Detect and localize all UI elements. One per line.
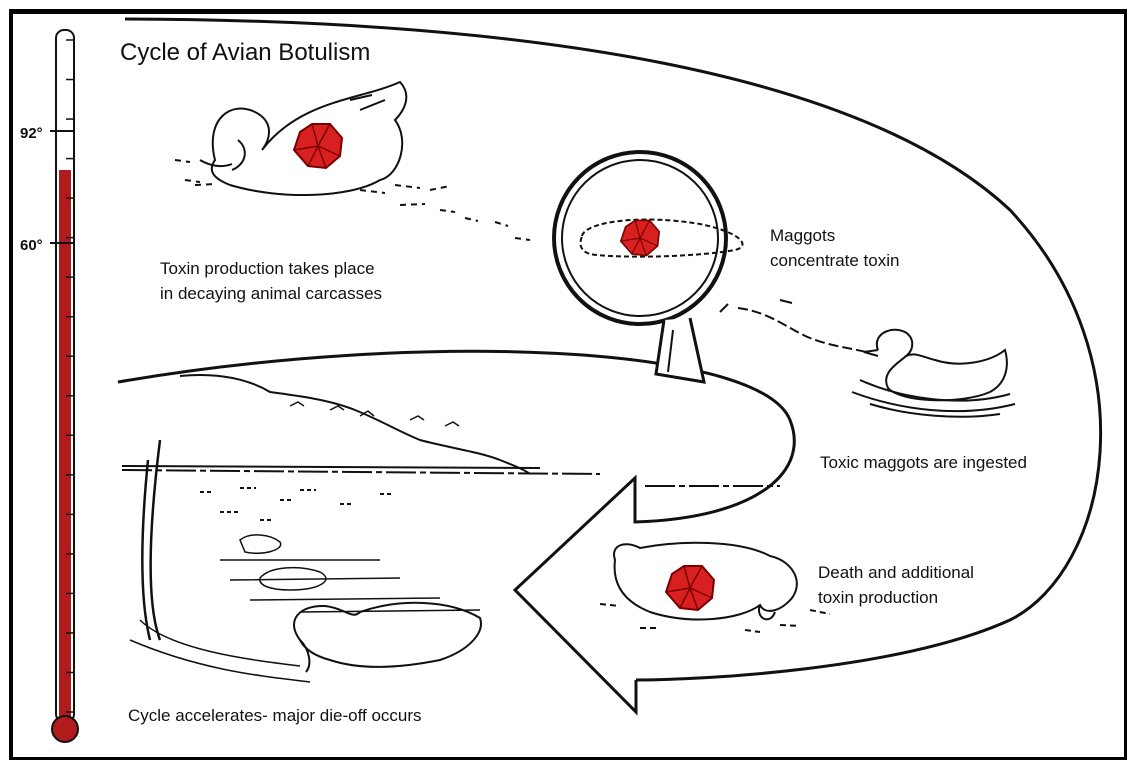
- magnifying-glass-icon: [554, 152, 742, 382]
- label-maggots-concentrate: Maggots concentrate toxin: [770, 223, 899, 273]
- label-line: Toxin production takes place: [160, 256, 382, 281]
- label-line: toxin production: [818, 585, 974, 610]
- marsh-landscape-illustration: [122, 375, 780, 682]
- decaying-carcass-illustration: [175, 82, 530, 240]
- toxin-crystal-icon: [621, 220, 659, 255]
- toxin-crystal-icon: [294, 124, 342, 168]
- cycle-arrow: [118, 351, 794, 712]
- thermometer-bulb: [52, 716, 78, 742]
- temperature-mark-60: 60°: [20, 233, 43, 258]
- toxin-crystal-icon: [666, 566, 714, 610]
- thermometer-fluid: [59, 170, 71, 722]
- label-death-toxin-production: Death and additional toxin production: [818, 560, 974, 610]
- diagram-title: Cycle of Avian Botulism: [120, 40, 370, 65]
- label-line: Maggots: [770, 223, 899, 248]
- label-line: in decaying animal carcasses: [160, 281, 382, 306]
- temperature-mark-92: 92°: [20, 121, 43, 146]
- thermometer-icon: [50, 30, 78, 742]
- label-toxin-production: Toxin production takes place in decaying…: [160, 256, 382, 306]
- swimming-duck-illustration: [720, 300, 1015, 417]
- label-line: concentrate toxin: [770, 248, 899, 273]
- label-maggots-ingested: Toxic maggots are ingested: [820, 450, 1027, 475]
- label-line: Death and additional: [818, 560, 974, 585]
- label-cycle-accelerates: Cycle accelerates- major die-off occurs: [128, 703, 422, 728]
- dying-bird-illustration: [600, 543, 830, 632]
